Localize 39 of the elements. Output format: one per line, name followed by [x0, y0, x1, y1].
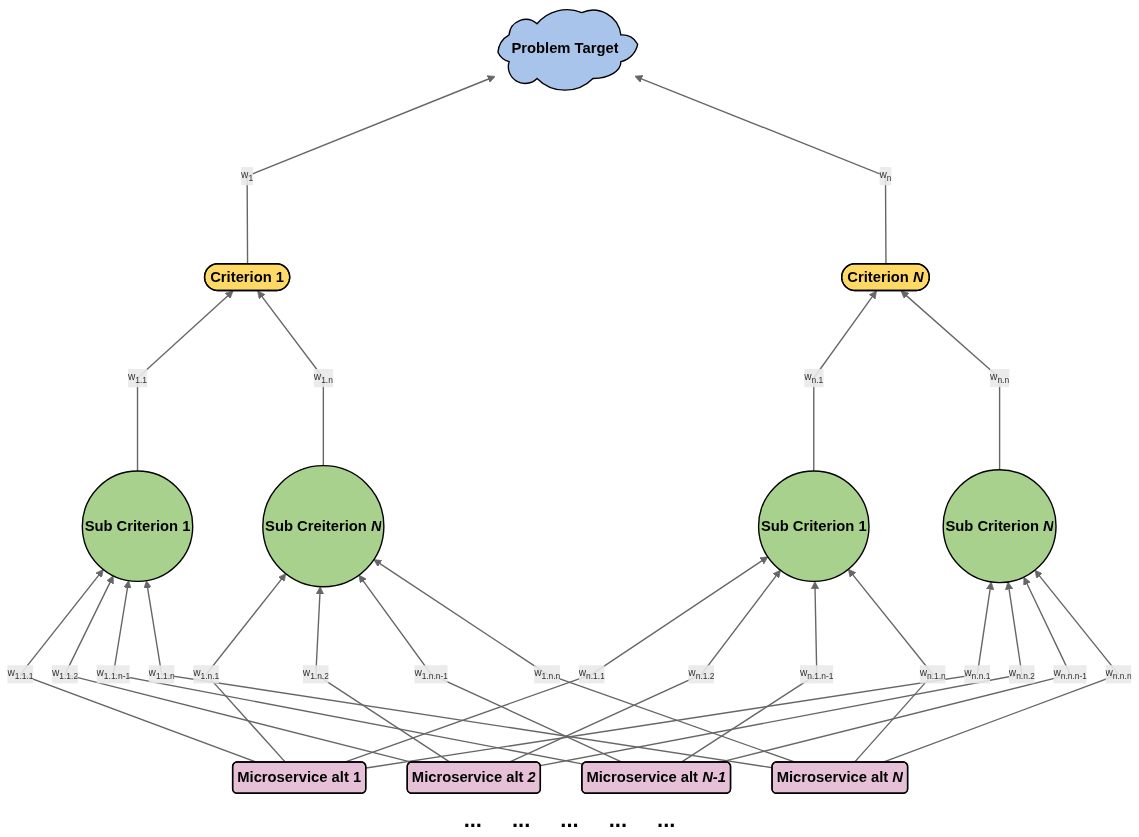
edge-label: w$_{n.1.1}$ [578, 666, 605, 681]
edge-label: w$_{1.1.n}$ [148, 666, 175, 681]
ellipsis-text: ... [512, 807, 531, 833]
arrow [900, 290, 1001, 471]
node-circle: Sub Criterion 1 [757, 470, 870, 583]
node-circle: Sub Creiterion N [262, 465, 385, 588]
ellipsis-text: ... [560, 807, 579, 833]
edge-label: w$_{1.n}$ [313, 370, 333, 385]
edge-label: w$_{n.1.n}$ [919, 666, 946, 681]
edge-label: w$_{1.n.1}$ [193, 666, 220, 681]
edge-label: w$_{n.n.n}$ [1105, 666, 1132, 681]
edge-label: w$_{1.n.n}$ [534, 666, 561, 681]
node-circle: Sub Criterion 1 [81, 470, 194, 583]
arrow [539, 581, 1023, 767]
arrow [257, 290, 325, 467]
arrow [365, 581, 995, 769]
edge-label: w$_{n.1.2}$ [688, 666, 715, 681]
edge-label: w$_{1}$ [241, 168, 254, 183]
node-circle: Sub Criterion N [942, 469, 1057, 584]
edge-label: w$_{n.1}$ [804, 370, 824, 385]
edge-label: w$_{1.1.2}$ [51, 666, 79, 681]
arrow [136, 290, 234, 472]
edge-label: w$_{1.1}$ [127, 370, 148, 385]
arrow [246, 75, 496, 265]
edge-label: w$_{n.n}$ [990, 370, 1010, 385]
edge-label: w$_{1.n.2}$ [302, 666, 329, 681]
ellipsis-text: ... [463, 807, 482, 833]
edge-label: w$_{n.n.1}$ [964, 666, 991, 681]
edge-label: w$_{n.n.n-1}$ [1053, 666, 1088, 681]
ellipsis-text: ... [657, 807, 676, 833]
edge-label: w$_{n.n.2}$ [1008, 666, 1035, 681]
edge-label: w$_{1.1.1}$ [7, 666, 34, 681]
edge-label: w$_{1.n.n-1}$ [414, 666, 449, 681]
arrow [634, 75, 887, 265]
edge-label: w$_{n.1.n-1}$ [799, 666, 834, 681]
ellipsis-text: ... [608, 807, 627, 833]
edge-label: w$_{n}$ [879, 168, 892, 183]
edge-label: w$_{1.1.n-1}$ [96, 666, 131, 681]
arrow [813, 290, 877, 472]
